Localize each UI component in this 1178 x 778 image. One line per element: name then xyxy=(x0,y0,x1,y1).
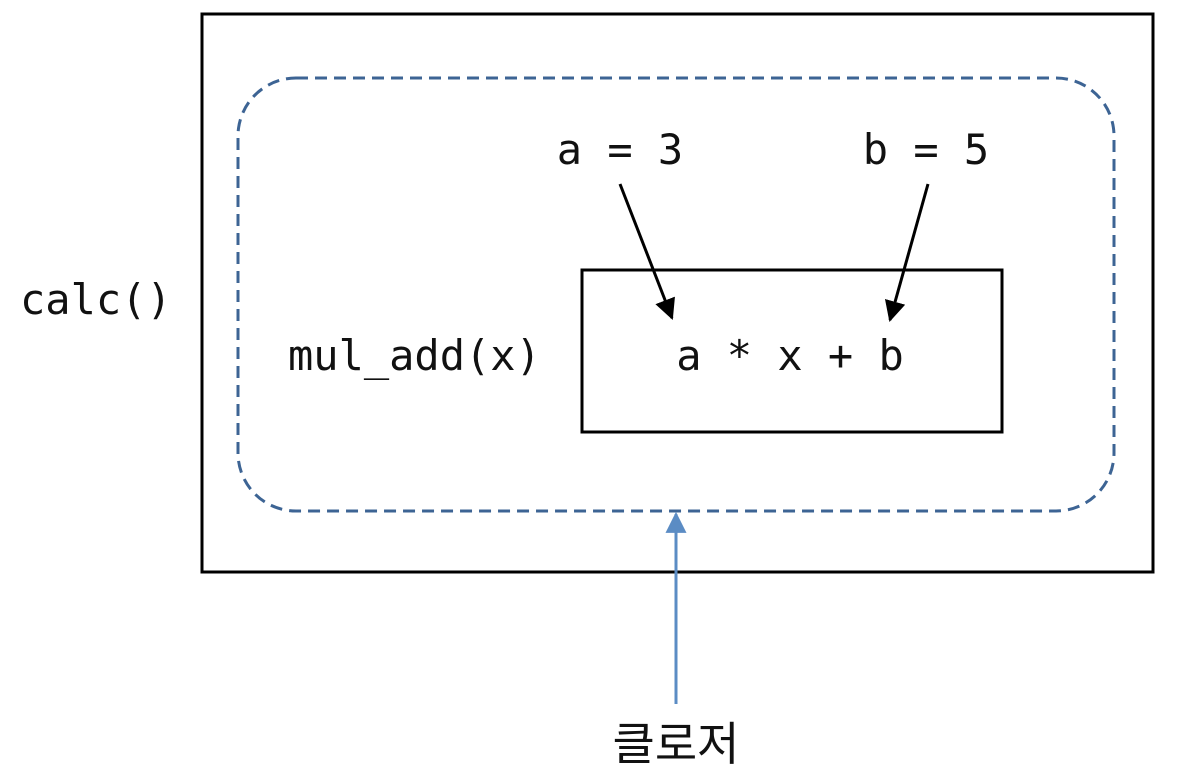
captured-variable-a: a = 3 xyxy=(557,125,683,174)
arrow-a-to-expression xyxy=(618,183,675,320)
inner-function-box xyxy=(580,268,1004,434)
captured-variable-b: b = 5 xyxy=(863,125,989,174)
inner-function-expression: a * x + b xyxy=(676,331,904,380)
closure-region-border xyxy=(236,76,1116,513)
arrow-b-to-expression xyxy=(884,183,930,323)
inner-function-label: mul_add(x) xyxy=(288,331,541,380)
outer-function-label: calc() xyxy=(20,275,172,324)
closure-label: 클로저 xyxy=(613,717,740,771)
outer-function-box xyxy=(200,12,1155,574)
